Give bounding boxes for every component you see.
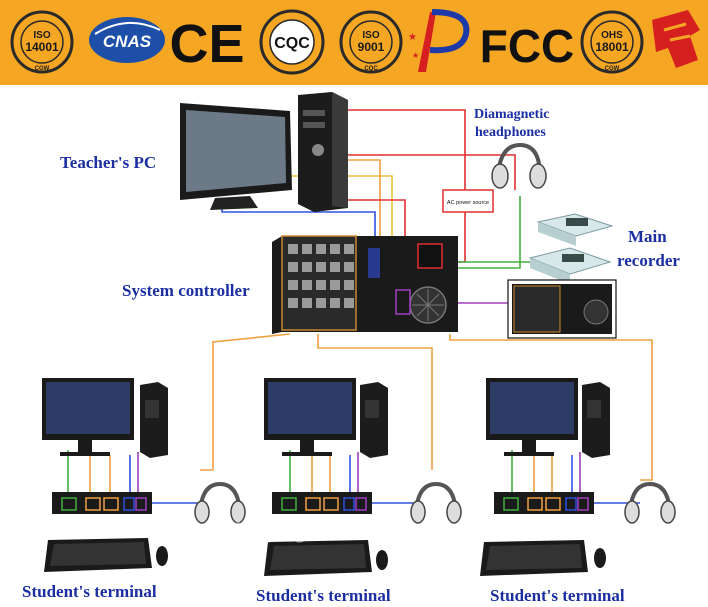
student-terminal-label-right: Student's terminal xyxy=(490,586,625,605)
ohsas-18001-badge: OHS 18001 CGW xyxy=(580,10,644,74)
orange-wire xyxy=(317,334,433,470)
cnas-badge: CNAS xyxy=(89,17,165,63)
main-recorder-label-line2: recorder xyxy=(617,251,680,270)
orange-wire xyxy=(449,334,653,481)
red-wire xyxy=(345,154,516,190)
fcc-text: FCC xyxy=(480,20,575,72)
cqc-badge: CQC xyxy=(259,9,325,75)
ac-power-source: AC power source xyxy=(442,189,494,213)
student-monitor xyxy=(264,378,356,456)
student-station-left xyxy=(42,378,246,572)
teacher-pc xyxy=(180,92,348,212)
student-headphones-icon xyxy=(410,481,462,524)
teachers-pc-label: Teacher's PC xyxy=(60,153,156,172)
controller-inset xyxy=(507,279,617,339)
star-icon: ★ xyxy=(408,32,417,43)
student-station-right xyxy=(480,378,676,576)
keyboard xyxy=(44,538,152,572)
iso-14001-main: 14001 xyxy=(25,40,59,54)
student-terminal-label-middle: Student's terminal xyxy=(256,586,391,605)
ohsas-main: 18001 xyxy=(595,40,629,54)
star-icon: ★ xyxy=(412,51,419,60)
fcc-mark: FCC xyxy=(480,20,575,72)
mouse-icon xyxy=(376,550,388,570)
cnas-text: CNAS xyxy=(103,32,152,51)
iso-9001-top: ISO xyxy=(362,30,379,41)
mouse-icon xyxy=(594,548,606,568)
ccc-badge xyxy=(652,10,700,68)
iso-9001-main: 9001 xyxy=(358,40,385,54)
student-terminal-label-left: Student's terminal xyxy=(22,582,157,601)
teacher-monitor xyxy=(180,103,292,210)
iso-14001-sub: CGW xyxy=(35,66,50,72)
student-tower xyxy=(360,382,388,458)
orange-wire xyxy=(200,333,291,471)
main-recorder xyxy=(528,213,614,284)
teacher-headphones-icon xyxy=(491,142,547,189)
headphones-label-line1: Diamagnetic xyxy=(474,107,549,122)
main-recorder-label-line1: Main xyxy=(628,227,667,246)
student-tower xyxy=(582,382,610,458)
ce-mark: CE xyxy=(169,14,244,74)
ohsas-top: OHS xyxy=(601,30,623,41)
cqc-text: CQC xyxy=(274,35,310,52)
keyboard xyxy=(480,540,588,576)
orange-wire xyxy=(345,159,381,240)
student-monitor xyxy=(42,378,134,456)
teacher-tower xyxy=(298,92,348,212)
ohsas-sub: CGW xyxy=(605,66,620,72)
mouse-icon xyxy=(156,546,168,566)
iso-14001-badge: ISO 14001 CGW xyxy=(10,10,74,74)
iso-9001-badge: ISO 9001 CQC xyxy=(339,10,403,74)
ce-text: CE xyxy=(169,14,244,74)
student-headphones-icon xyxy=(194,481,246,524)
iso-14001-top: ISO xyxy=(33,30,50,41)
china-p-badge: ★ ★ xyxy=(408,9,470,72)
student-tower xyxy=(140,382,168,458)
watermark-text: Digital language lab manage screen show xyxy=(169,518,535,543)
iso-9001-sub: CQC xyxy=(364,66,378,72)
certification-banner: ISO 14001 CGW CNAS CE CQC ISO 9001 CQC xyxy=(0,0,708,85)
keyboard xyxy=(264,540,372,576)
system-controller xyxy=(272,235,458,334)
controller-ports xyxy=(288,244,354,308)
student-station-middle xyxy=(264,378,462,576)
student-monitor xyxy=(486,378,578,456)
student-headphones-icon xyxy=(624,481,676,524)
ac-power-label: AC power source xyxy=(447,200,489,206)
system-controller-label: System controller xyxy=(122,281,250,300)
headphones-label-line2: headphones xyxy=(475,125,546,140)
